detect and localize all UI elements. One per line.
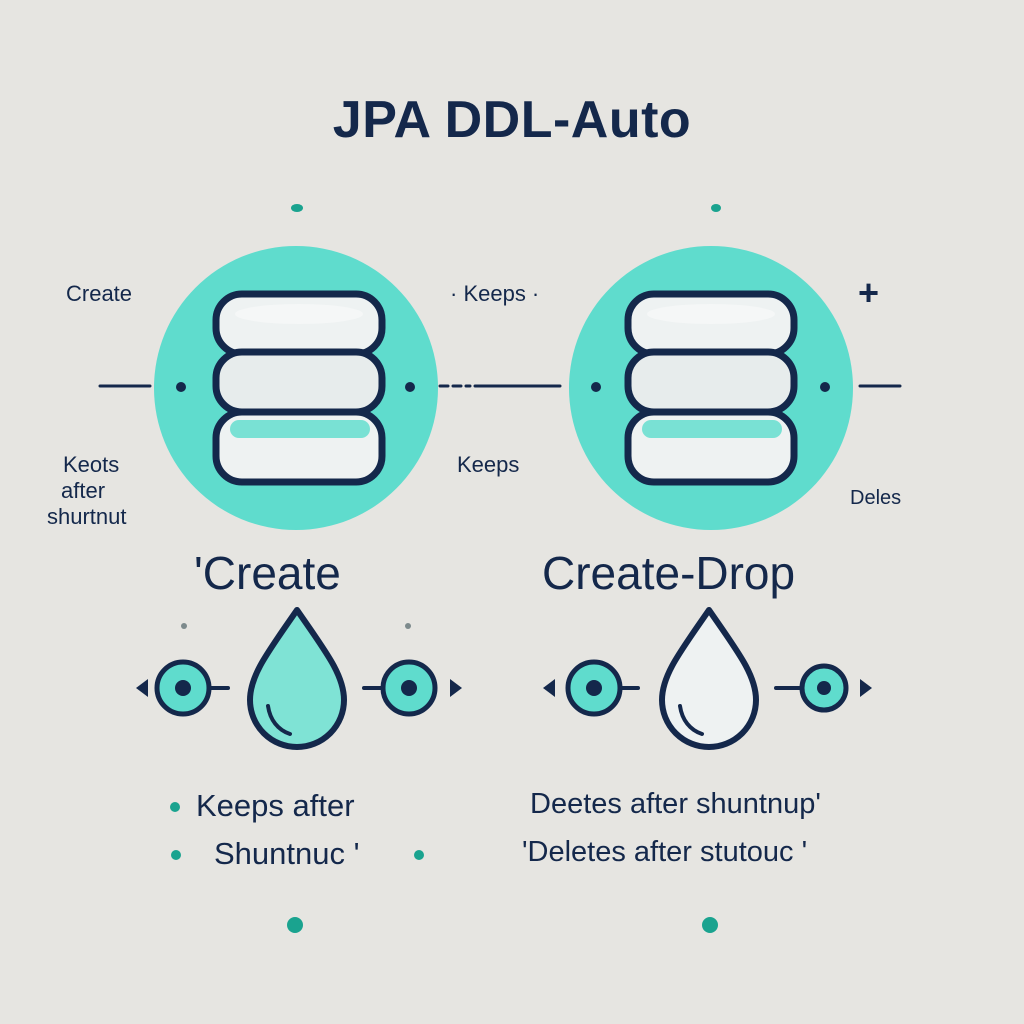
side-label-keots: Keots xyxy=(63,452,120,477)
page-title: JPA DDL-Auto xyxy=(332,91,692,149)
decorative-dots xyxy=(181,204,721,933)
side-label-deles: Deles xyxy=(850,487,902,509)
water-drop-icon xyxy=(247,607,347,750)
chevron-right-icon xyxy=(860,679,872,697)
chevron-left-icon xyxy=(543,679,555,697)
side-label-after: after xyxy=(61,478,106,503)
create-description-line-2: Shuntnuc ' xyxy=(214,836,360,871)
connector-dot-right-b xyxy=(820,382,830,392)
create-drop-drop-row xyxy=(543,607,872,750)
chevron-right-icon xyxy=(450,679,462,697)
side-label-create: Create xyxy=(66,281,133,306)
create-description-line-1: Keeps after xyxy=(196,788,355,823)
description-bullets xyxy=(170,802,424,860)
side-label-shurtnut: shurtnut xyxy=(47,504,127,529)
connector-dot-left-a xyxy=(176,382,186,392)
middle-label-keeps-top: · Keeps · xyxy=(450,281,540,306)
connector-dot-right-a xyxy=(591,382,601,392)
create-database-badge xyxy=(154,246,438,530)
water-drop-icon xyxy=(659,607,759,750)
database-icon xyxy=(212,290,386,486)
column-heading-create: 'Create xyxy=(194,547,341,599)
chevron-left-icon xyxy=(136,679,148,697)
create-drop-database-badge xyxy=(569,246,853,530)
database-icon xyxy=(624,290,798,486)
create-drop-description-line-1: Deetes after shuntnup' xyxy=(530,788,821,820)
connector-dot-left-b xyxy=(405,382,415,392)
plus-icon: + xyxy=(858,272,880,313)
middle-label-keeps-bottom: Keeps xyxy=(457,452,520,477)
create-drop-description-line-2: 'Deletes after stutouc ' xyxy=(522,836,808,868)
create-drop-row xyxy=(136,607,462,750)
column-heading-create-drop: Create-Drop xyxy=(542,547,796,599)
